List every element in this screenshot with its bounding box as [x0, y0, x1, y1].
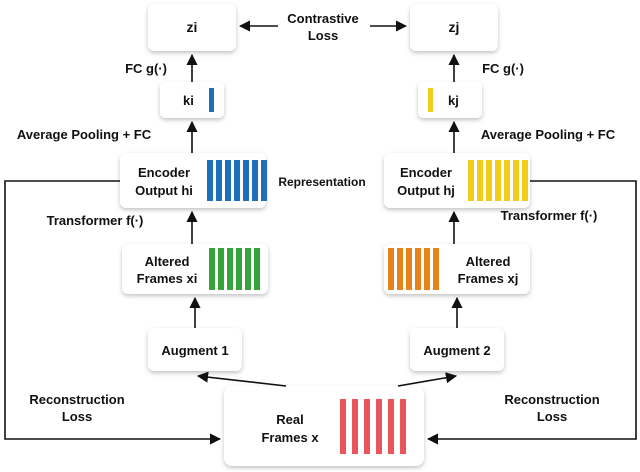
k-i-stripe: [209, 88, 214, 112]
encoder-i-stripe: [234, 160, 240, 201]
fc-right-label: FC g(·): [482, 61, 524, 76]
altered-i-stripe: [245, 248, 251, 290]
real-stripe: [340, 399, 346, 454]
altered-i-stripe: [227, 248, 233, 290]
real-stripe: [364, 399, 370, 454]
encoder-i-stripe: [225, 160, 231, 201]
frame-stripes: [207, 88, 528, 454]
altered-i-stripe: [218, 248, 224, 290]
recon-left-label-line1: Reconstruction: [29, 392, 124, 407]
recon-right-label-line1: Reconstruction: [504, 392, 599, 407]
recon-right-label-line2: Loss: [537, 409, 567, 424]
real-frames-label-line1: Real: [276, 412, 303, 427]
altered-j-stripe: [424, 248, 430, 290]
augment-2-box: [410, 328, 504, 371]
contrastive-loss-label-line1: Contrastive: [287, 11, 359, 26]
real-to-augment-2-arrow: [397, 372, 458, 387]
altered-j-stripe: [397, 248, 403, 290]
pool-right-label: Average Pooling + FC: [481, 127, 616, 142]
encoder-i-label-line1: Encoder: [138, 165, 190, 180]
real-stripe: [376, 399, 382, 454]
augment-1-box: [148, 328, 242, 371]
encoder-j-label-line2: Output hj: [397, 183, 455, 198]
k-j-stripe: [428, 88, 433, 112]
augment-2-label: Augment 2: [423, 343, 490, 358]
encoder-j-label-line1: Encoder: [400, 165, 452, 180]
encoder-j-stripe: [468, 160, 474, 201]
zj-label: zj: [449, 19, 460, 35]
reconstruction-arrow-left: [4, 180, 222, 445]
encoder-j-stripe: [513, 160, 519, 201]
augment-1-label: Augment 1: [161, 343, 228, 358]
representation-label: Representation: [278, 175, 365, 189]
zi-box: [148, 4, 236, 51]
encoder-j-stripe: [504, 160, 510, 201]
altered-i-stripe: [236, 248, 242, 290]
encoder-i-label-line2: Output hi: [135, 183, 193, 198]
real-to-augment-1-arrow: [196, 371, 287, 387]
encoder-i-stripe: [261, 160, 267, 201]
encoder-j-box: [384, 153, 530, 208]
ki-label: ki: [183, 93, 194, 108]
ki-box: [160, 82, 224, 118]
real-stripe: [400, 399, 406, 454]
encoder-i-stripe: [252, 160, 258, 201]
altered-j-stripe: [433, 248, 439, 290]
altered-j-label-line1: Altered: [466, 254, 511, 269]
encoder-j-stripe: [495, 160, 501, 201]
transformer-right-label: Transformer f(·): [501, 208, 598, 223]
zi-label: zi: [187, 19, 198, 35]
altered-i-stripe: [209, 248, 215, 290]
encoder-i-stripe: [216, 160, 222, 201]
altered-i-label-line1: Altered: [145, 254, 190, 269]
encoder-j-stripe: [522, 160, 528, 201]
real-stripe: [352, 399, 358, 454]
encoder-i-stripe: [243, 160, 249, 201]
altered-j-stripe: [406, 248, 412, 290]
kj-box: [418, 82, 482, 118]
altered-j-label-line2: Frames xj: [458, 271, 519, 286]
contrastive-loss-label-line2: Loss: [308, 28, 338, 43]
zj-box: [410, 4, 498, 51]
recon-left-label-line2: Loss: [62, 409, 92, 424]
real-stripe: [388, 399, 394, 454]
real-frames-box: [224, 386, 424, 466]
altered-i-stripe: [254, 248, 260, 290]
altered-j-box: [384, 244, 530, 294]
altered-j-stripe: [415, 248, 421, 290]
reconstruction-arrow-right: [426, 180, 637, 445]
encoder-i-stripe: [207, 160, 213, 201]
kj-label: kj: [448, 93, 459, 108]
fc-left-label: FC g(·): [125, 61, 167, 76]
encoder-j-stripe: [486, 160, 492, 201]
transformer-left-label: Transformer f(·): [47, 213, 144, 228]
real-frames-label-line2: Frames x: [261, 430, 319, 445]
pool-left-label: Average Pooling + FC: [17, 127, 152, 142]
encoder-j-stripe: [477, 160, 483, 201]
altered-i-label-line2: Frames xi: [137, 271, 198, 286]
altered-j-stripe: [388, 248, 394, 290]
